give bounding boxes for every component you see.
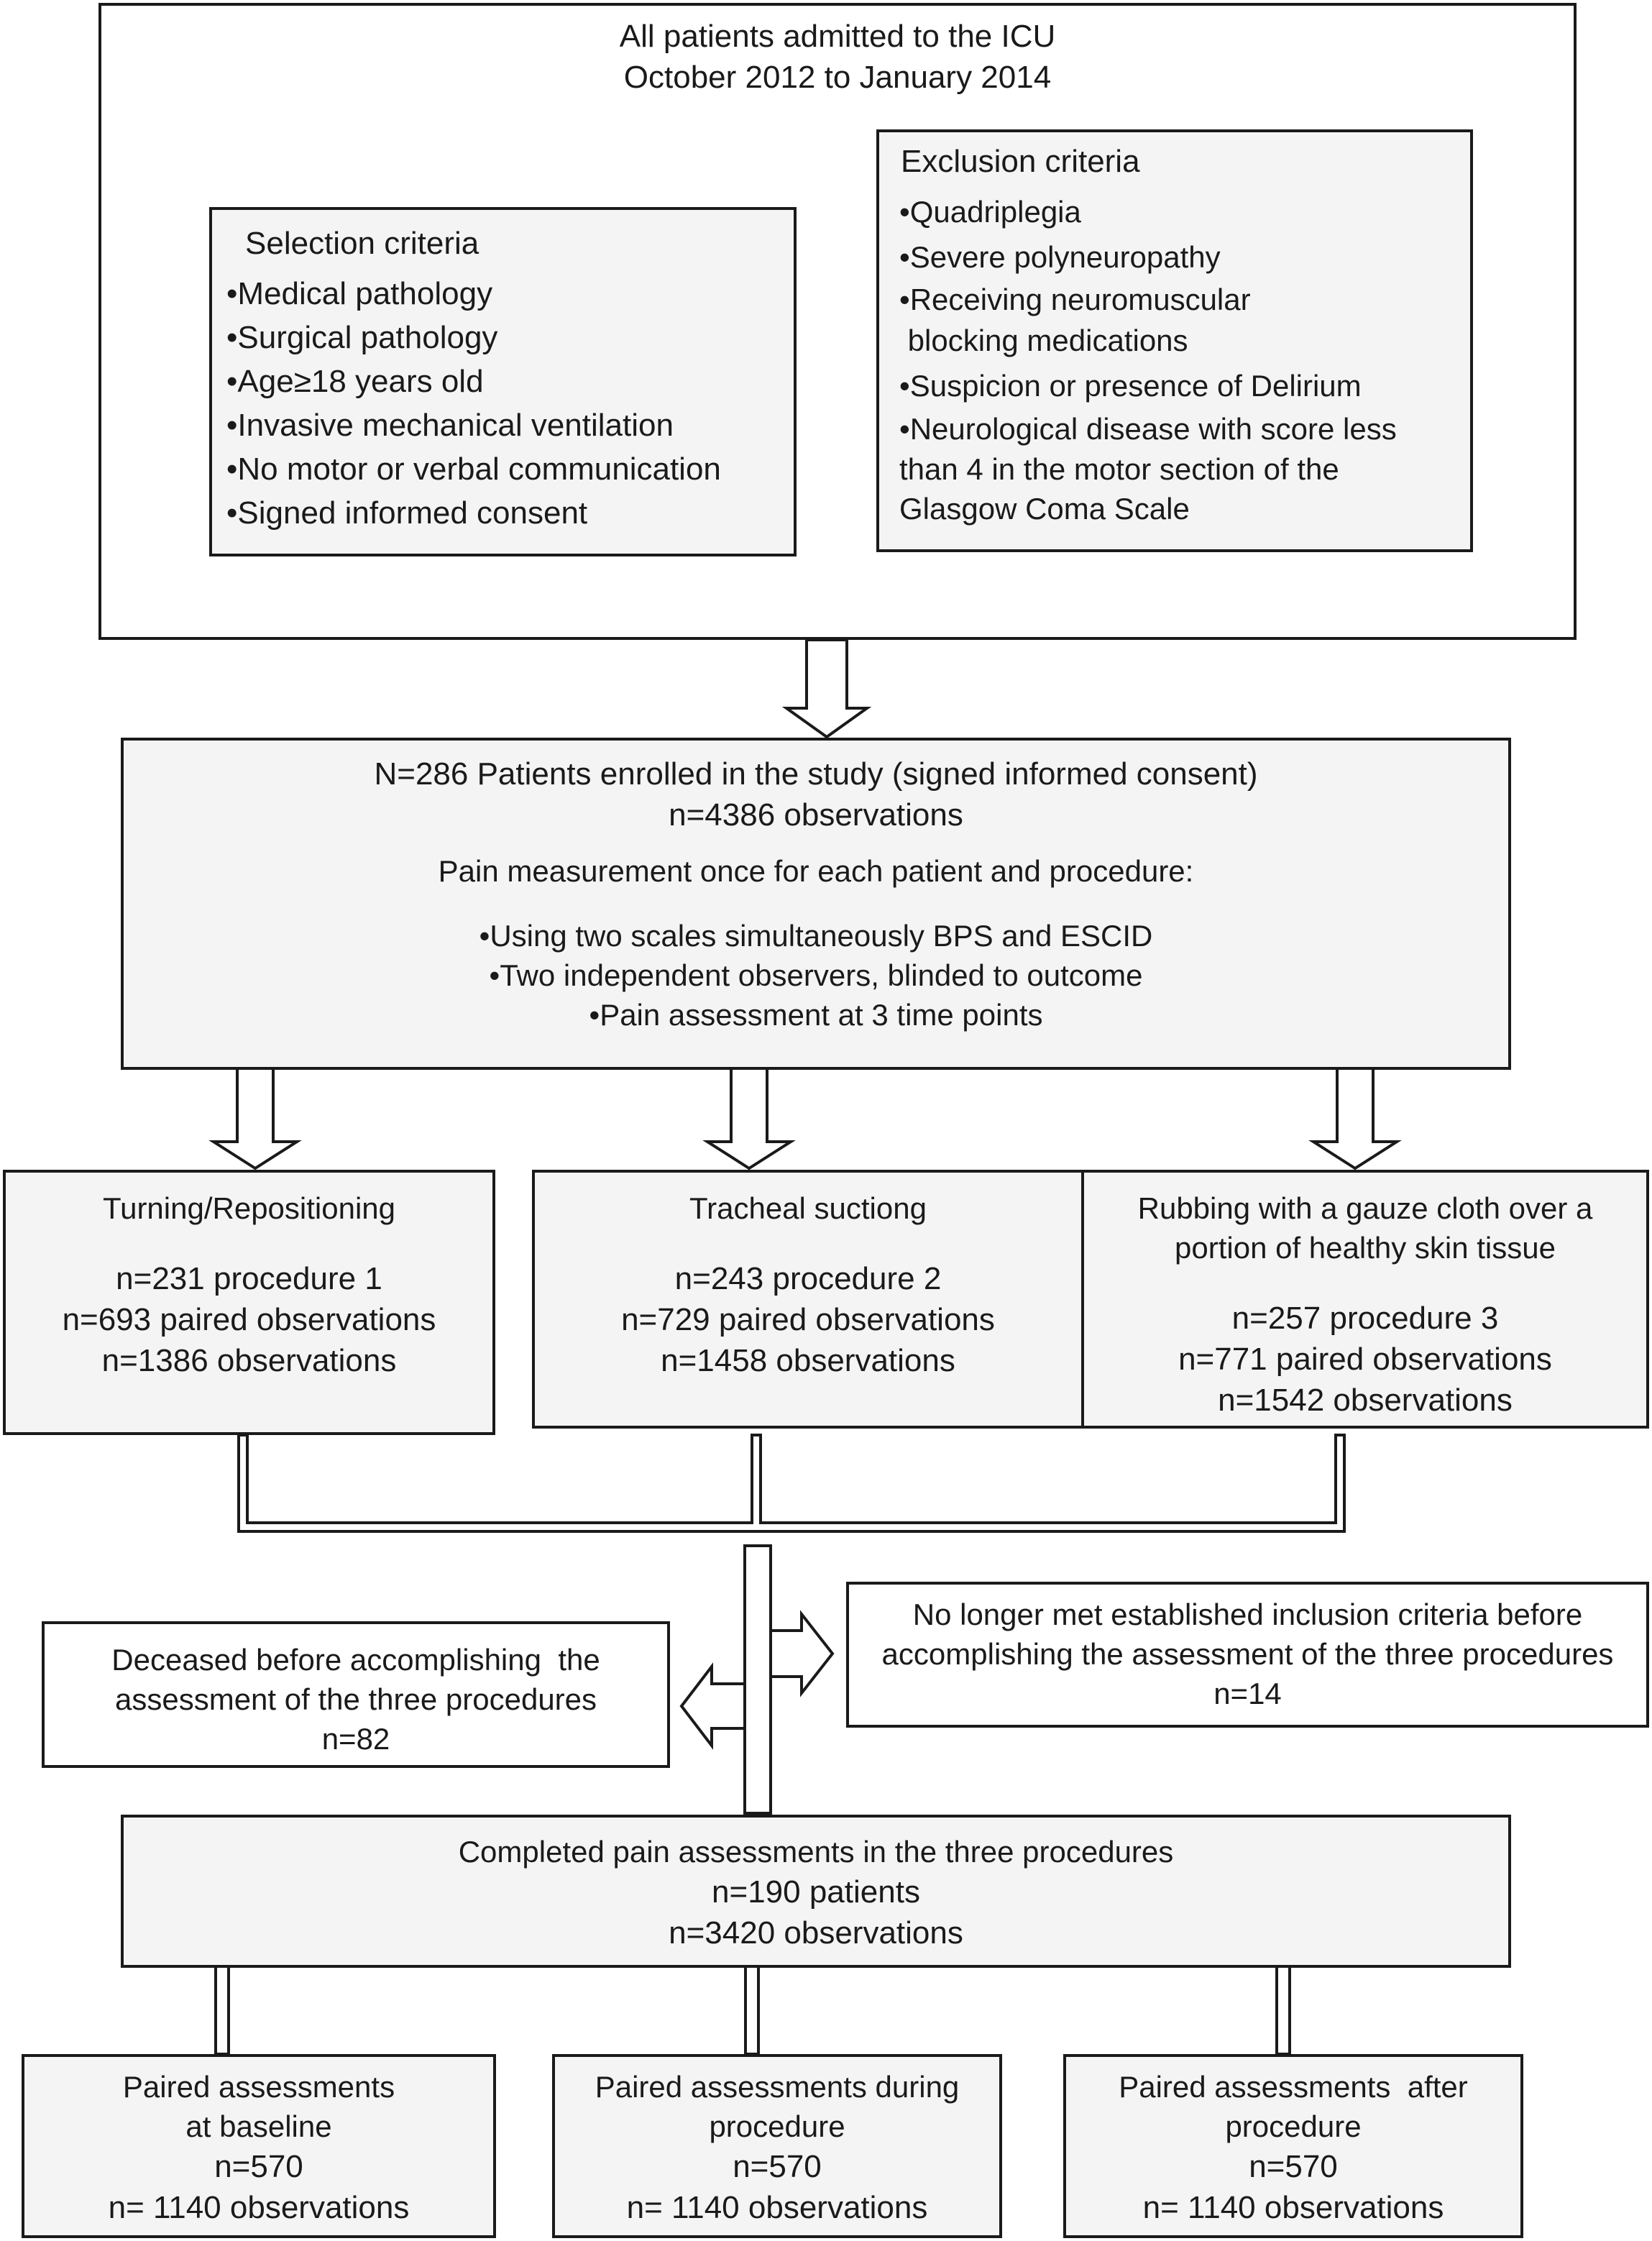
paired-line: n= 1140 observations xyxy=(108,2190,410,2225)
procedure-1-content: Turning/Repositioning n=231 procedure 1 … xyxy=(6,1188,492,1381)
paired-line: n= 1140 observations xyxy=(626,2190,928,2225)
selection-criteria-item: •Surgical pathology xyxy=(226,320,498,355)
arrow-to-deceased xyxy=(679,1662,746,1750)
no-longer-met-line: n=14 xyxy=(1213,1677,1282,1710)
no-longer-met-lines: No longer met established inclusion crit… xyxy=(849,1595,1646,1713)
procedure-title: Rubbing with a gauze cloth over a xyxy=(1137,1191,1593,1225)
arrow-to-no-longer-met xyxy=(769,1610,835,1697)
deceased-line: Deceased before accomplishing the xyxy=(111,1643,600,1677)
procedure-2-content: Tracheal suctiong n=243 procedure 2 n=72… xyxy=(535,1188,1081,1381)
trunk-connector xyxy=(743,1544,772,1815)
arrow-enrolled-to-proc-3 xyxy=(1308,1067,1402,1170)
deceased-line: n=82 xyxy=(321,1722,390,1756)
paired-after-lines: Paired assessments after procedure n=570… xyxy=(1066,2067,1520,2228)
paired-line: Paired assessments after xyxy=(1119,2070,1468,2104)
completed-lines: Completed pain assessments in the three … xyxy=(124,1832,1508,1953)
paired-line: Paired assessments during xyxy=(595,2070,960,2104)
deceased-box: Deceased before accomplishing the assess… xyxy=(42,1621,670,1768)
exclusion-criteria-item: •Severe polyneuropathy xyxy=(899,240,1221,274)
selection-criteria-title: Selection criteria xyxy=(245,226,479,261)
no-longer-met-line: accomplishing the assessment of the thre… xyxy=(881,1637,1614,1671)
paired-line: n=570 xyxy=(733,2149,822,2184)
all-patients-title: All patients admitted to the ICU October… xyxy=(101,16,1574,98)
selection-criteria-item: •Invasive mechanical ventilation xyxy=(226,408,674,443)
procedure-stat: n=729 paired observations xyxy=(621,1302,995,1337)
enrolled-box: N=286 Patients enrolled in the study (si… xyxy=(121,738,1511,1070)
paired-line: n=570 xyxy=(214,2149,303,2184)
bracket-connector xyxy=(237,1434,1346,1533)
completed-box: Completed pain assessments in the three … xyxy=(121,1815,1511,1968)
paired-line: n=570 xyxy=(1249,2149,1338,2184)
arrow-enrolled-to-proc-1 xyxy=(208,1067,302,1170)
exclusion-criteria-item: Glasgow Coma Scale xyxy=(899,492,1190,526)
paired-box-during: Paired assessments during procedure n=57… xyxy=(552,2054,1002,2238)
selection-criteria-item: •No motor or verbal communication xyxy=(226,452,721,487)
deceased-line: assessment of the three procedures xyxy=(114,1682,597,1716)
completed-line: n=190 patients xyxy=(712,1874,920,1910)
procedure-stat: n=1458 observations xyxy=(661,1343,955,1378)
enrolled-line: N=286 Patients enrolled in the study (si… xyxy=(374,756,1258,792)
connector-to-paired-3 xyxy=(1275,1965,1291,2056)
procedure-stat: n=771 paired observations xyxy=(1178,1342,1552,1377)
procedure-stat: n=1542 observations xyxy=(1218,1383,1513,1418)
exclusion-criteria-item: •Suspicion or presence of Delirium xyxy=(899,369,1362,403)
completed-line: n=3420 observations xyxy=(669,1915,963,1951)
connector-to-paired-2 xyxy=(744,1965,760,2056)
selection-criteria-box: Selection criteria •Medical pathology •S… xyxy=(209,207,797,556)
connector-to-paired-1 xyxy=(214,1965,230,2056)
exclusion-criteria-list: •Quadriplegia •Severe polyneuropathy •Re… xyxy=(899,189,1470,528)
procedure-title: Turning/Repositioning xyxy=(102,1191,396,1225)
completed-line: Completed pain assessments in the three … xyxy=(458,1835,1174,1869)
paired-box-baseline: Paired assessments at baseline n=570 n= … xyxy=(22,2054,496,2238)
enrolled-line: •Two independent observers, blinded to o… xyxy=(489,958,1143,992)
all-patients-title-line: All patients admitted to the ICU xyxy=(619,19,1056,54)
procedure-title: portion of healthy skin tissue xyxy=(1175,1231,1556,1265)
selection-criteria-item: •Age≥18 years old xyxy=(226,364,484,399)
procedure-box-3: Rubbing with a gauze cloth over a portio… xyxy=(1081,1170,1649,1429)
exclusion-criteria-item: •Quadriplegia xyxy=(899,195,1081,229)
paired-line: at baseline xyxy=(185,2109,332,2143)
arrow-enrolled-to-proc-2 xyxy=(702,1067,796,1170)
selection-criteria-item: •Medical pathology xyxy=(226,276,493,311)
paired-baseline-lines: Paired assessments at baseline n=570 n= … xyxy=(24,2067,493,2228)
paired-line: procedure xyxy=(709,2109,845,2143)
arrow-top-to-enrolled xyxy=(781,638,872,739)
no-longer-met-box: No longer met established inclusion crit… xyxy=(846,1582,1649,1728)
procedure-stat: n=231 procedure 1 xyxy=(116,1261,382,1296)
no-longer-met-line: No longer met established inclusion crit… xyxy=(912,1598,1583,1631)
procedure-stat: n=243 procedure 2 xyxy=(674,1261,942,1296)
procedure-title: Tracheal suctiong xyxy=(689,1191,927,1225)
enrolled-line: •Using two scales simultaneously BPS and… xyxy=(479,919,1153,953)
selection-criteria-list: •Medical pathology •Surgical pathology •… xyxy=(226,272,794,535)
procedure-stat: n=257 procedure 3 xyxy=(1231,1301,1499,1336)
procedure-stat: n=1386 observations xyxy=(101,1343,397,1378)
paired-line: Paired assessments xyxy=(122,2070,395,2104)
procedure-stat: n=693 paired observations xyxy=(62,1302,436,1337)
paired-box-after: Paired assessments after procedure n=570… xyxy=(1063,2054,1523,2238)
exclusion-criteria-item: •Receiving neuromuscular xyxy=(899,283,1251,316)
exclusion-criteria-item: •Neurological disease with score less xyxy=(899,412,1397,446)
exclusion-criteria-item: than 4 in the motor section of the xyxy=(899,452,1339,486)
procedure-box-1: Turning/Repositioning n=231 procedure 1 … xyxy=(3,1170,495,1435)
procedure-box-2: Tracheal suctiong n=243 procedure 2 n=72… xyxy=(532,1170,1084,1429)
paired-during-lines: Paired assessments during procedure n=57… xyxy=(555,2067,999,2228)
procedure-3-content: Rubbing with a gauze cloth over a portio… xyxy=(1084,1188,1646,1421)
enrolled-line: Pain measurement once for each patient a… xyxy=(438,854,1194,888)
paired-line: n= 1140 observations xyxy=(1142,2190,1444,2225)
exclusion-criteria-item: blocking medications xyxy=(899,324,1188,357)
enrolled-lines: N=286 Patients enrolled in the study (si… xyxy=(124,753,1508,1035)
selection-criteria-item: •Signed informed consent xyxy=(226,495,588,531)
all-patients-title-line: October 2012 to January 2014 xyxy=(623,60,1052,95)
enrolled-line: n=4386 observations xyxy=(669,797,963,833)
exclusion-criteria-title: Exclusion criteria xyxy=(901,144,1140,179)
paired-line: procedure xyxy=(1225,2109,1362,2143)
deceased-lines: Deceased before accomplishing the assess… xyxy=(45,1640,667,1759)
enrolled-line: •Pain assessment at 3 time points xyxy=(589,998,1043,1032)
exclusion-criteria-box: Exclusion criteria •Quadriplegia •Severe… xyxy=(876,129,1473,552)
